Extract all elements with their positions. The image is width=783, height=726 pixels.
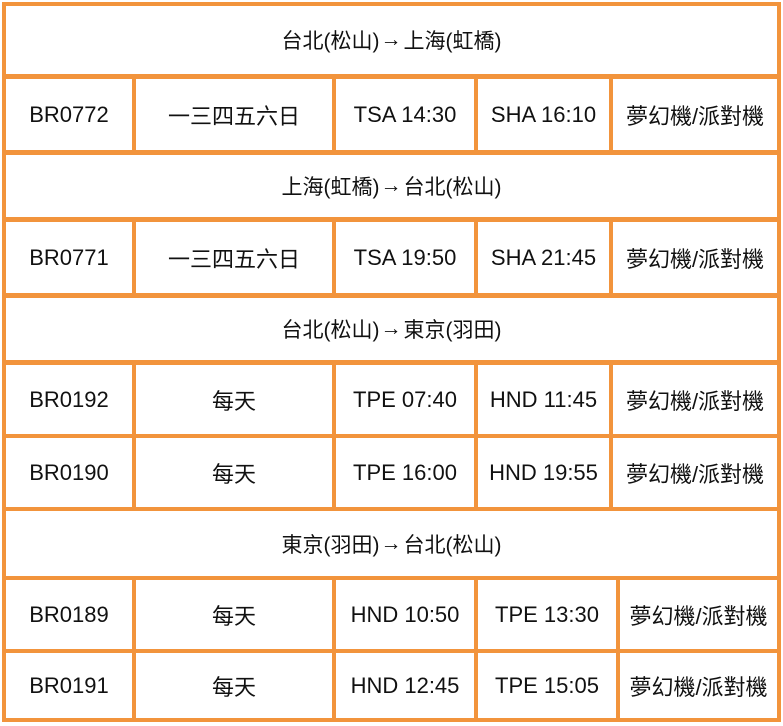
route-arrow: → bbox=[380, 174, 402, 197]
departure: TPE 16:00 bbox=[336, 438, 474, 507]
departure: TPE 07:40 bbox=[336, 365, 474, 434]
arrival: HND 19:55 bbox=[478, 438, 609, 507]
route-destination: 上海(虹橋) bbox=[403, 30, 502, 53]
operating-days: 一三四五六日 bbox=[136, 79, 332, 150]
route-header: 東京(羽田)→台北(松山) bbox=[2, 507, 781, 580]
route-origin: 東京(羽田) bbox=[281, 533, 380, 557]
operating-days: 每天 bbox=[136, 365, 332, 434]
route-title: 上海(虹橋)→台北(松山) bbox=[6, 155, 777, 217]
operating-days: 每天 bbox=[136, 653, 332, 718]
route-arrow: → bbox=[380, 28, 402, 51]
route-origin: 台北(松山) bbox=[281, 319, 380, 342]
route-destination: 台北(松山) bbox=[403, 176, 502, 199]
flight-row: BR0189 每天 HND 10:50 TPE 13:30 夢幻機/派對機 bbox=[2, 576, 781, 653]
arrival: TPE 13:30 bbox=[478, 580, 616, 649]
arrival: SHA 21:45 bbox=[478, 222, 609, 293]
aircraft-type: 夢幻機/派對機 bbox=[613, 365, 777, 434]
operating-days: 每天 bbox=[136, 580, 332, 649]
flight-row: BR0191 每天 HND 12:45 TPE 15:05 夢幻機/派對機 bbox=[2, 649, 781, 722]
operating-days: 每天 bbox=[136, 438, 332, 507]
flight-number: BR0771 bbox=[6, 222, 132, 293]
route-header: 台北(松山)→上海(虹橋) bbox=[2, 2, 781, 78]
route-header: 上海(虹橋)→台北(松山) bbox=[2, 151, 781, 221]
departure: TSA 14:30 bbox=[336, 79, 474, 150]
flight-number: BR0191 bbox=[6, 653, 132, 718]
flight-row: BR0192 每天 TPE 07:40 HND 11:45 夢幻機/派對機 bbox=[2, 361, 781, 438]
flight-row: BR0771 一三四五六日 TSA 19:50 SHA 21:45 夢幻機/派對… bbox=[2, 218, 781, 297]
departure: TSA 19:50 bbox=[336, 222, 474, 293]
flight-row: BR0772 一三四五六日 TSA 14:30 SHA 16:10 夢幻機/派對… bbox=[2, 75, 781, 154]
route-header: 台北(松山)→東京(羽田) bbox=[2, 294, 781, 364]
route-title: 台北(松山)→上海(虹橋) bbox=[6, 6, 777, 74]
route-title: 東京(羽田)→台北(松山) bbox=[6, 511, 777, 576]
route-origin: 台北(松山) bbox=[281, 30, 380, 53]
aircraft-type: 夢幻機/派對機 bbox=[613, 79, 777, 150]
aircraft-type: 夢幻機/派對機 bbox=[613, 222, 777, 293]
aircraft-type: 夢幻機/派對機 bbox=[613, 438, 777, 507]
flight-row: BR0190 每天 TPE 16:00 HND 19:55 夢幻機/派對機 bbox=[2, 434, 781, 511]
arrival: SHA 16:10 bbox=[478, 79, 609, 150]
route-arrow: → bbox=[380, 531, 402, 555]
aircraft-type: 夢幻機/派對機 bbox=[620, 580, 777, 649]
route-arrow: → bbox=[380, 317, 402, 340]
departure: HND 12:45 bbox=[336, 653, 474, 718]
flight-number: BR0772 bbox=[6, 79, 132, 150]
flight-number: BR0189 bbox=[6, 580, 132, 649]
flight-number: BR0192 bbox=[6, 365, 132, 434]
operating-days: 一三四五六日 bbox=[136, 222, 332, 293]
route-destination: 台北(松山) bbox=[403, 533, 502, 557]
route-title: 台北(松山)→東京(羽田) bbox=[6, 298, 777, 360]
flight-number: BR0190 bbox=[6, 438, 132, 507]
aircraft-type: 夢幻機/派對機 bbox=[620, 653, 777, 718]
route-origin: 上海(虹橋) bbox=[281, 176, 380, 199]
arrival: TPE 15:05 bbox=[478, 653, 616, 718]
route-destination: 東京(羽田) bbox=[403, 319, 502, 342]
arrival: HND 11:45 bbox=[478, 365, 609, 434]
departure: HND 10:50 bbox=[336, 580, 474, 649]
